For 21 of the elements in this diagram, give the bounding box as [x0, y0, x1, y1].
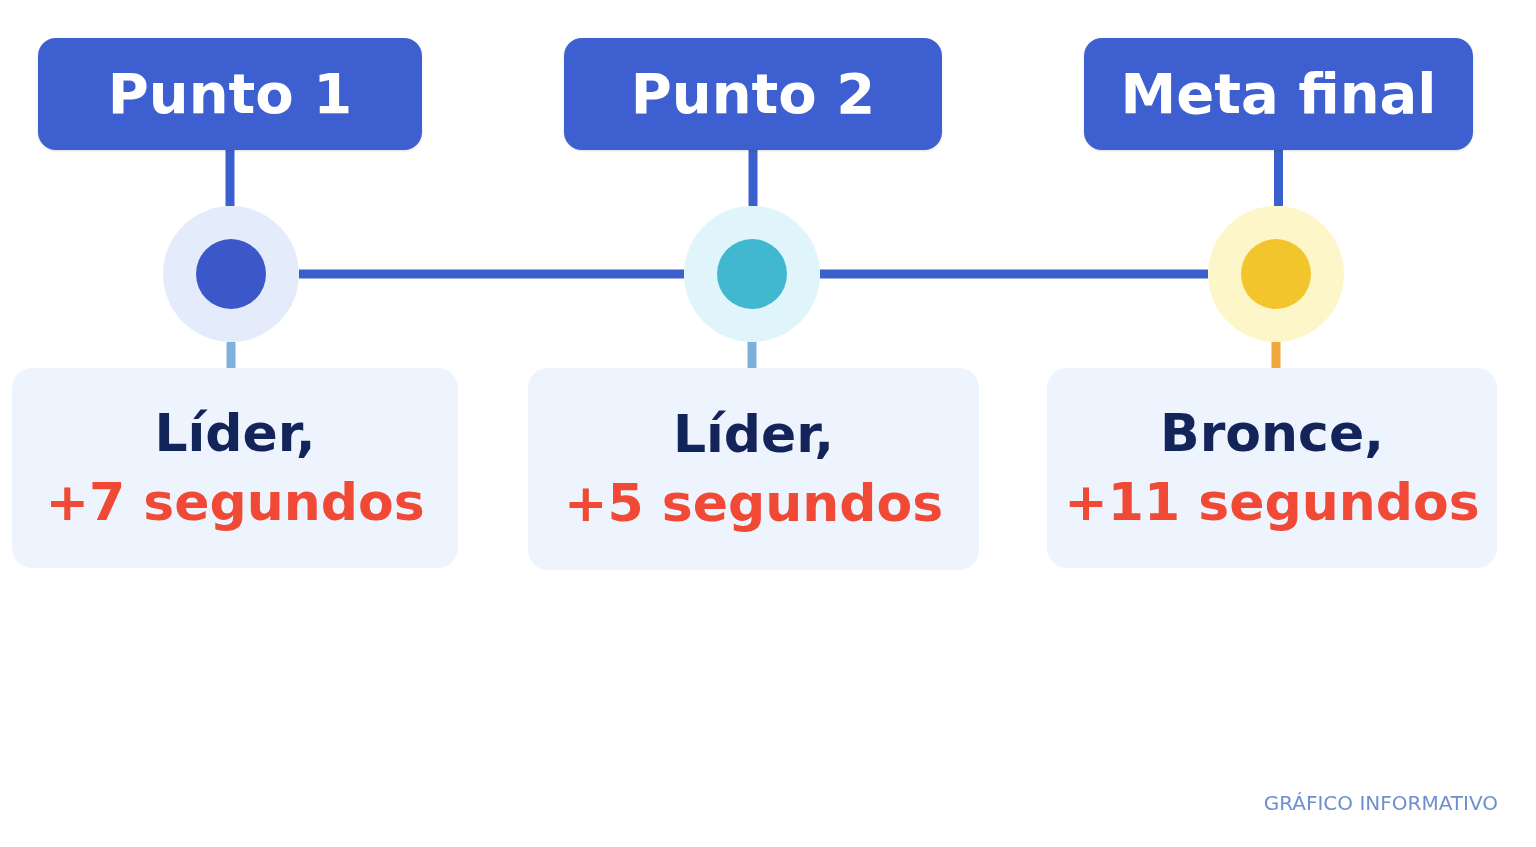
position-text: Bronce,	[1160, 402, 1384, 465]
connector-line	[1274, 150, 1283, 206]
result-card	[528, 368, 979, 570]
time-gap-text: +7 segundos	[45, 471, 425, 534]
time-gap-text: +5 segundos	[563, 472, 944, 535]
checkpoint-header: Meta final	[1084, 38, 1473, 150]
checkpoint-header: Punto 2	[564, 38, 942, 150]
footer-note: GRÁFICO INFORMATIVO	[1263, 790, 1498, 817]
connector-line	[225, 150, 235, 206]
result-card	[12, 368, 458, 568]
checkpoint-header: Punto 1	[38, 38, 422, 150]
connector-line	[747, 342, 757, 368]
connector-line	[820, 269, 1208, 279]
connector-line	[299, 269, 684, 279]
result-card	[1047, 368, 1497, 568]
connector-line	[748, 150, 758, 206]
connector-line	[226, 342, 236, 368]
connector-line	[1271, 342, 1281, 368]
position-text: Líder,	[154, 402, 316, 465]
time-gap-text: +11 segundos	[1064, 471, 1480, 534]
position-text: Líder,	[672, 403, 835, 466]
